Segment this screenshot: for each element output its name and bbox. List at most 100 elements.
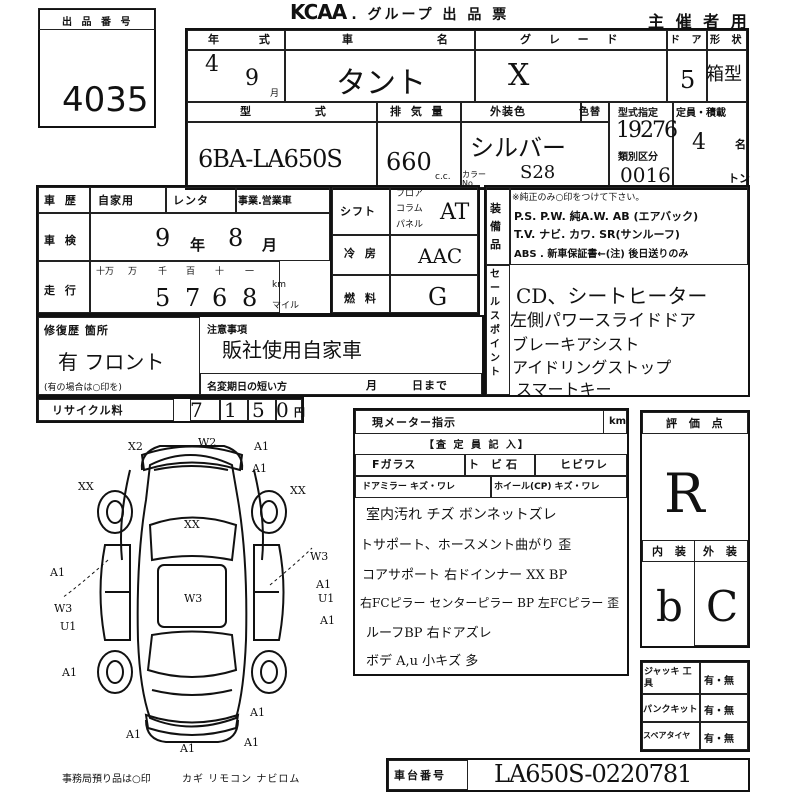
mileage-digit-2: 7 bbox=[185, 284, 201, 312]
inspector-note-1: 室内汚れ チズ ボンネットズレ bbox=[366, 507, 557, 523]
caution-value: 販社使用自家車 bbox=[222, 338, 362, 362]
shift-floor: フロア bbox=[396, 189, 424, 199]
damage-mark-17: A1 bbox=[126, 728, 141, 741]
inspection-year-unit: 年 bbox=[190, 236, 209, 254]
damage-mark-20: A1 bbox=[250, 706, 265, 719]
wheel-label: ホイール(CP) キズ・ワレ bbox=[494, 482, 600, 492]
damage-mark-8: W3 bbox=[310, 550, 329, 563]
recycle-digit-2: 1 bbox=[224, 398, 237, 422]
glass-crack: ヒビワレ bbox=[560, 458, 608, 471]
recycle-box bbox=[36, 397, 304, 423]
cc-unit: c.c. bbox=[435, 172, 451, 182]
meter-label: 現メーター指示 bbox=[372, 416, 456, 429]
ac-label: 冷 房 bbox=[344, 247, 379, 260]
capacity-label: 定員・積載 bbox=[676, 108, 726, 119]
door-label: ド ア bbox=[670, 35, 706, 46]
sales-point-3: ブレーキアシスト bbox=[512, 335, 640, 354]
damage-mark-16: A1 bbox=[62, 666, 77, 679]
ton-unit: トン bbox=[728, 172, 750, 185]
interior-label: 内 装 bbox=[652, 545, 690, 558]
fuel-label: 燃 料 bbox=[344, 292, 379, 305]
shift-label: シフト bbox=[340, 205, 376, 218]
lot-number: 4035 bbox=[62, 80, 149, 120]
chassis-box bbox=[386, 758, 750, 792]
evaluation-label: 評 価 点 bbox=[666, 417, 727, 430]
recycle-digit-1: 7 bbox=[190, 398, 203, 422]
meter-unit: km bbox=[609, 416, 627, 427]
equipment-line-3: ABS . 新車保証書←(注) 後日送りのみ bbox=[514, 249, 689, 260]
jack-label: ジャッキ 工具 bbox=[644, 667, 692, 689]
jack-value: 有・無 bbox=[704, 676, 734, 687]
chassis-number: LA650S-0220781 bbox=[494, 760, 692, 788]
grade-value: X bbox=[508, 58, 530, 93]
organizer-label: 主 催 者 用 bbox=[648, 12, 750, 31]
equipment-note: ※純正のみ○印をつけて下さい。 bbox=[512, 193, 645, 203]
inspector-note-5: ルーフBP 右ドアズレ bbox=[366, 626, 492, 641]
mileage-digit-1: 5 bbox=[155, 284, 171, 312]
name-change-label: 名変期日の短い方 bbox=[207, 382, 287, 393]
capacity-unit: 名 bbox=[735, 138, 746, 151]
damage-mark-10: A1 bbox=[316, 578, 331, 591]
name-change-month: 月 bbox=[366, 379, 380, 392]
exterior-grade: C bbox=[706, 582, 739, 631]
year-label: 年 式 bbox=[208, 33, 288, 46]
car-name-label: 車 名 bbox=[342, 33, 488, 46]
office-items: カギ リモコン ナビロム bbox=[182, 774, 301, 785]
evaluation-box bbox=[640, 410, 750, 648]
mileage-digit-4: 8 bbox=[242, 284, 258, 312]
name-change-day: 日まで bbox=[412, 379, 448, 392]
model-value: 6BA-LA650S bbox=[198, 145, 343, 173]
brand-logo: KCAA bbox=[290, 0, 347, 24]
body-type: 箱型 bbox=[706, 64, 742, 85]
interior-grade: b bbox=[656, 582, 683, 631]
spare-tire-label: スペアタイヤ bbox=[643, 731, 691, 740]
exterior-label: 外 装 bbox=[703, 545, 741, 558]
color-change-label: 色替 bbox=[579, 107, 601, 118]
damage-mark-14: U1 bbox=[60, 620, 77, 633]
model-label: 型 式 bbox=[240, 105, 356, 118]
form-title: KCAA . グループ 出 品 票 bbox=[290, 0, 509, 24]
capacity-value: 4 bbox=[692, 130, 706, 155]
inspector-note-4: 右FCピラー センターピラー BP 左FCピラー 歪 bbox=[360, 596, 620, 610]
category-label: 類別区分 bbox=[618, 152, 658, 163]
year-value: 4 bbox=[205, 52, 219, 77]
mileage-digit-3: 6 bbox=[212, 284, 228, 312]
sales-point-2: 左側パワースライドドア bbox=[510, 311, 697, 331]
inspector-note-3: コアサポート 右ドインナー XX BP bbox=[362, 568, 568, 583]
lot-number-box: 出 品 番 号 4035 bbox=[38, 8, 156, 128]
sales-point-5: スマートキー bbox=[516, 380, 612, 399]
km-unit: km bbox=[272, 280, 286, 290]
car-name: タント bbox=[336, 66, 426, 101]
form-title-text: . グループ 出 品 票 bbox=[351, 7, 510, 23]
category-value: 0016 bbox=[620, 163, 671, 187]
puncture-kit-label: パンクキット bbox=[643, 705, 698, 715]
type-designation-label: 型式指定 bbox=[618, 108, 658, 119]
inspection-month-unit: 月 bbox=[262, 236, 281, 254]
history-label: 車 歴 bbox=[44, 194, 79, 207]
spare-tire-value: 有・無 bbox=[704, 734, 734, 745]
damage-mark-7: XX bbox=[184, 518, 200, 531]
damage-mark-2: W2 bbox=[198, 436, 217, 449]
business-label: 事業.営業車 bbox=[238, 196, 292, 207]
private-use-label: 自家用 bbox=[98, 194, 134, 207]
inspector-box bbox=[353, 408, 629, 676]
color-label: 外装色 bbox=[490, 105, 526, 118]
sales-point-4: アイドリングストップ bbox=[512, 358, 672, 377]
color-value: シルバー bbox=[470, 134, 566, 162]
mileage-label: 走 行 bbox=[44, 284, 79, 297]
recycle-digit-3: 5 bbox=[252, 398, 265, 422]
shift-table bbox=[330, 185, 480, 315]
damage-mark-9: A1 bbox=[50, 566, 65, 579]
equipment-box bbox=[484, 185, 750, 397]
inspector-note-6: ボデ A,u 小キズ 多 bbox=[366, 654, 479, 669]
damage-mark-5: XX bbox=[290, 484, 306, 497]
grade-label: グ レ ー ド bbox=[520, 33, 625, 46]
color-no-value: S28 bbox=[520, 162, 556, 183]
damage-mark-18: A1 bbox=[180, 742, 195, 755]
damage-mark-19: A1 bbox=[244, 736, 259, 749]
month-value: 9 bbox=[245, 66, 259, 91]
sales-point-1: CD、シートヒーター bbox=[516, 284, 708, 308]
equipment-line-2: T.V. ナビ. カワ. SR(サンルーフ) bbox=[514, 228, 680, 241]
damage-mark-1: X2 bbox=[128, 440, 143, 453]
shift-panel: パネル bbox=[396, 220, 424, 230]
